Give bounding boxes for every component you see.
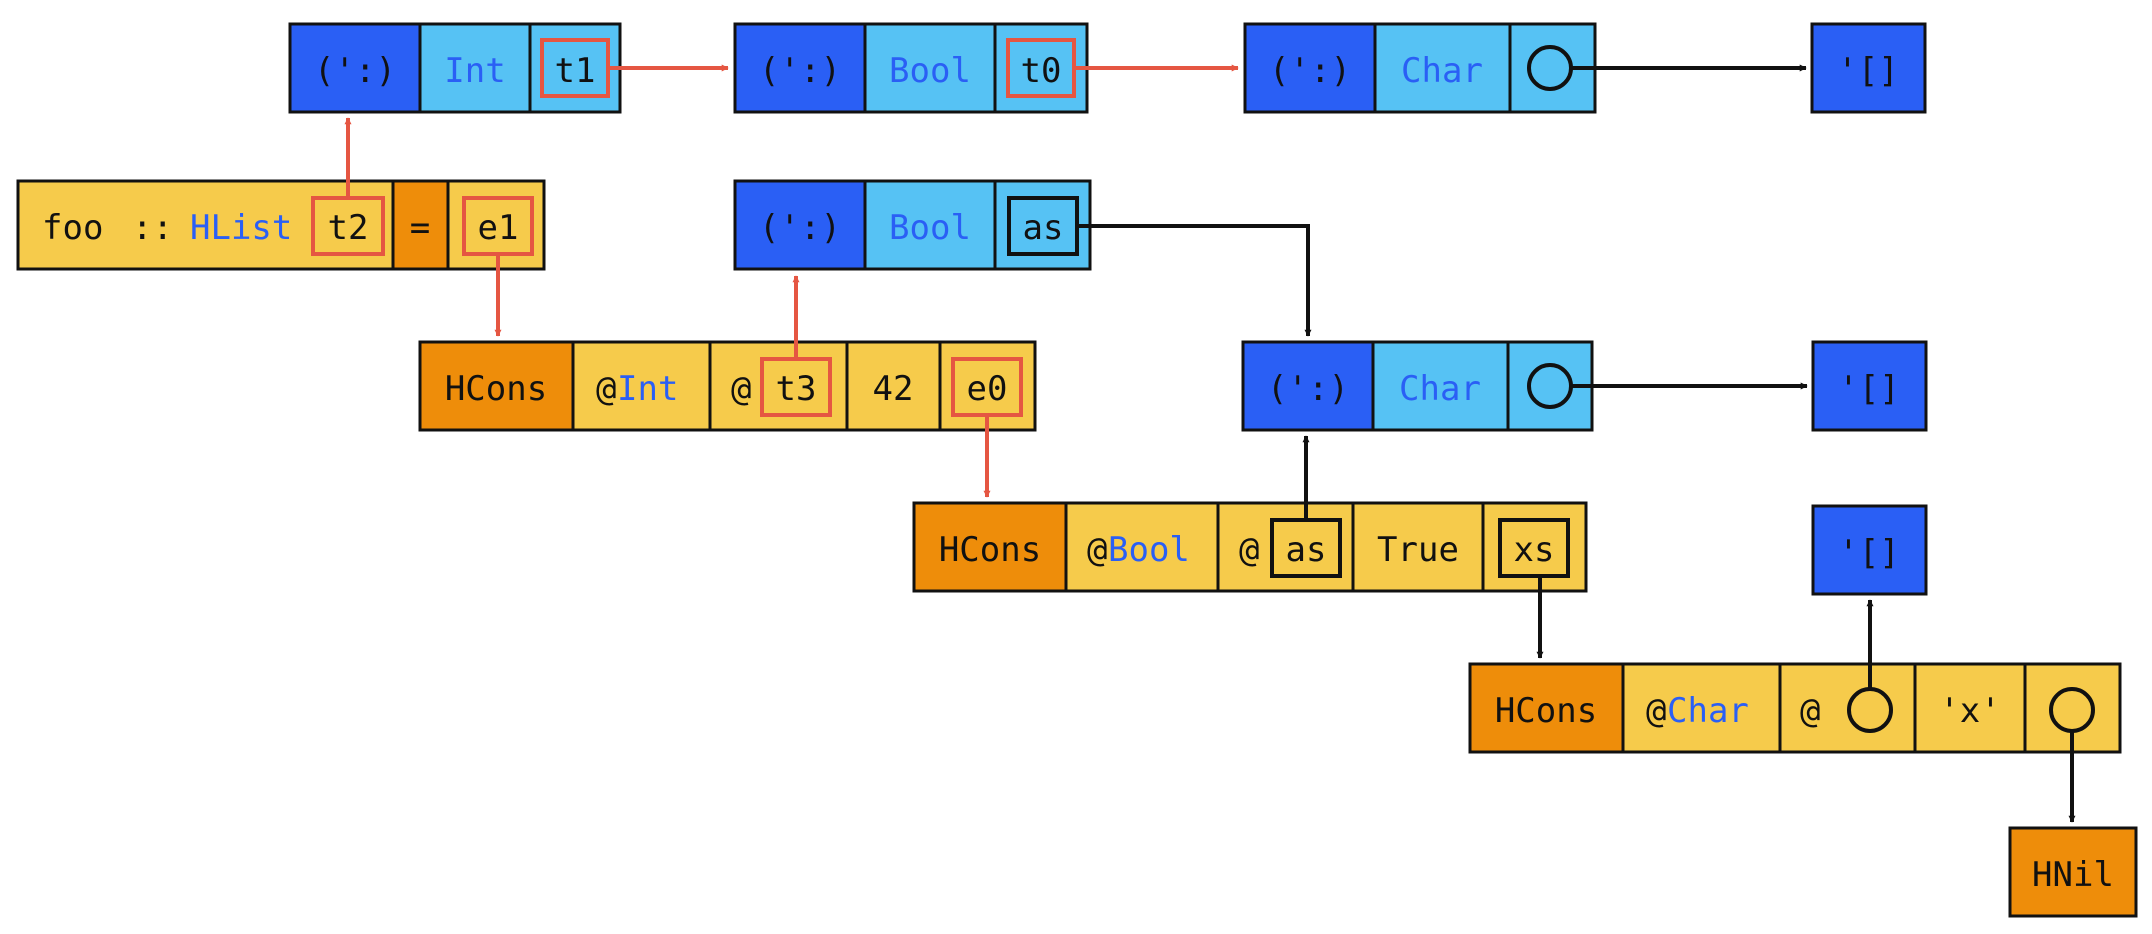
cons-cell (1241, 340, 1375, 432)
elem-label: Bool (889, 208, 971, 248)
elem-label: Char (1401, 51, 1483, 91)
type-arg-cell (1064, 501, 1220, 593)
cons-label: (':) (1267, 369, 1349, 409)
tail-var-label: t1 (555, 51, 596, 91)
elem-cell (418, 22, 532, 114)
tail-var-label: t0 (1021, 51, 1062, 91)
cons-label: (':) (314, 51, 396, 91)
connectors (344, 64, 2076, 823)
tail-var-label: as (1023, 208, 1064, 248)
elem-label: Bool (889, 51, 971, 91)
signature: foo :: HList t2 = e1 (16, 179, 546, 271)
nil-cell (1811, 504, 1928, 596)
hnil-label: HNil (2032, 855, 2114, 895)
rest-var-label: e0 (967, 369, 1008, 409)
type-nil-2: '[] (1811, 340, 1928, 432)
type-list-bool: (':) Bool t0 (733, 22, 1089, 114)
value-cell (845, 340, 942, 432)
type-arg-label: Bool (1108, 530, 1190, 570)
type-var-label: t3 (776, 369, 817, 409)
nil-label: '[] (1838, 533, 1899, 573)
cons-label: (':) (1269, 51, 1351, 91)
value-cell (1351, 501, 1485, 593)
at-sign: @ (1800, 691, 1820, 731)
cons-label: (':) (759, 51, 841, 91)
rest-var-label: xs (1514, 530, 1555, 570)
ctor-label: HCons (1495, 691, 1597, 731)
term-hcons-int: HCons @ Int @ t3 42 e0 (418, 340, 1037, 432)
at-sign: @ (1239, 530, 1259, 570)
type-arg-cell (1621, 662, 1782, 754)
type-list-char-2: (':) Char (1241, 340, 1594, 432)
ctor-label: HCons (445, 369, 547, 409)
function-name: foo (42, 208, 103, 248)
term-hcons-bool: HCons @ Bool @ as True xs (912, 501, 1588, 593)
type-constructor: HList (190, 208, 292, 248)
elem-cell (863, 22, 997, 114)
type-arg-label: Int (617, 369, 678, 409)
value-cell (1913, 662, 2027, 754)
type-arg-label: Char (1667, 691, 1749, 731)
type-list-bool-as: (':) Bool as (733, 179, 1092, 271)
ctor-cell (912, 501, 1068, 593)
equals-cell (391, 179, 450, 271)
type-arg-cell (571, 340, 712, 432)
nil-label: '[] (1838, 369, 1899, 409)
cons-cell (1243, 22, 1377, 114)
type-nil-1: '[] (1810, 22, 1927, 114)
hnil-cell (2008, 826, 2138, 918)
value-label: 'x' (1939, 691, 2000, 731)
elem-label: Char (1399, 369, 1481, 409)
type-list-char: (':) Char (1243, 22, 1597, 114)
nil-label: '[] (1837, 51, 1898, 91)
term-hcons-char: HCons @ Char @ 'x' (1468, 662, 2122, 754)
type-var-label: t2 (328, 208, 369, 248)
type-var-label: as (1286, 530, 1327, 570)
value-label: 42 (873, 369, 914, 409)
cons-cell (733, 179, 867, 271)
ctor-label: HCons (939, 530, 1041, 570)
nil-cell (1810, 22, 1927, 114)
type-list-int: (':) Int t1 (288, 22, 622, 114)
elem-label: Int (444, 51, 505, 91)
var-box (1498, 518, 1570, 578)
value-label: True (1377, 530, 1459, 570)
cons-cell (733, 22, 867, 114)
cons-label: (':) (759, 208, 841, 248)
term-hnil: HNil (2008, 826, 2138, 918)
cons-cell (288, 22, 422, 114)
type-nil-3: '[] (1811, 504, 1928, 596)
at-sign: @ (1646, 691, 1666, 731)
type-colons: :: (132, 208, 173, 248)
at-sign: @ (731, 369, 751, 409)
at-sign: @ (596, 369, 616, 409)
body-var-label: e1 (478, 208, 519, 248)
arrow-as-type (1077, 224, 1312, 337)
equals-label: = (410, 208, 430, 248)
ctor-cell (418, 340, 575, 432)
at-sign: @ (1087, 530, 1107, 570)
nil-cell (1811, 340, 1928, 432)
elem-cell (863, 179, 997, 271)
